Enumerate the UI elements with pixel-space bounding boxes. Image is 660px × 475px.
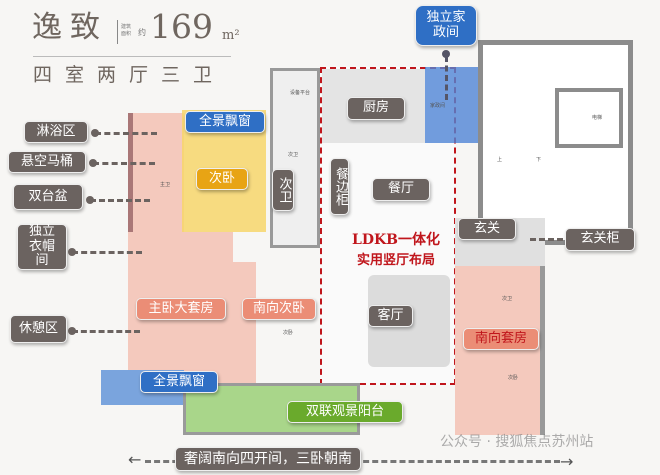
leader-dot [91, 129, 99, 137]
callout-double-sink: 双台盆 [13, 184, 83, 210]
callout-wall-toilet: 悬空马桶 [8, 151, 86, 173]
kitchen-tag: 厨房 [347, 97, 405, 120]
core-area [270, 68, 320, 248]
sideboard-tag: 餐边柜 [330, 158, 349, 215]
project-name: 逸致 [32, 10, 108, 45]
leader-dot [86, 196, 94, 204]
bath2-tag: 次卫 [272, 169, 294, 211]
width-arrow-left: ← [128, 450, 142, 469]
master-bath-label: 主卫 [160, 182, 171, 188]
south-bedroom-area [184, 262, 256, 384]
area-prefix: 建筑面积 [121, 24, 132, 37]
layout-type: 四室两厅三卫 [33, 64, 226, 86]
callout-lounge: 休憩区 [10, 315, 67, 343]
foyer-cabinet-tag: 玄关柜 [565, 228, 635, 251]
stair-down-label: 下 [536, 157, 542, 163]
leader-line [90, 199, 150, 202]
callout-walk-in-closet: 独立衣帽间 [17, 224, 67, 270]
divider [117, 20, 118, 44]
leader-line [72, 251, 142, 254]
leader-dot [89, 159, 97, 167]
south-bedroom-tag: 南向次卧 [242, 298, 316, 320]
leader-line [445, 56, 448, 100]
south-suite-tag: 南向套房 [463, 328, 539, 350]
south-suite-area [455, 265, 545, 435]
bottom-banner: 奢阔南向四开间，三卧朝南 [175, 447, 361, 471]
utility-room-label: 家政间 [430, 103, 446, 109]
leader-line [72, 330, 140, 333]
balcony-tag: 双联观景阳台 [287, 401, 403, 423]
leader-line [530, 238, 563, 241]
small-bath-label: 次卫 [288, 152, 299, 158]
bath-c-label: 次卫 [502, 296, 513, 302]
bedroom2-tag: 次卧 [196, 168, 248, 190]
utility-tag: 独立家政间 [415, 5, 477, 46]
living-tag: 客厅 [368, 305, 413, 327]
bedroom-b-label: 次卧 [508, 375, 519, 381]
area-unit: m² [222, 28, 240, 43]
foyer-tag: 玄关 [458, 218, 516, 240]
leader-dot [68, 327, 76, 335]
utility-area [425, 67, 483, 143]
bay-window-bottom-tag: 全景飘窗 [140, 371, 218, 393]
equipment-label: 设备平台 [290, 90, 311, 96]
watermark: 公众号 · 搜狐焦点苏州站 [440, 434, 594, 450]
leader-dot [68, 248, 76, 256]
elevator [555, 88, 623, 148]
area-about: 约 [138, 28, 146, 37]
dining-tag: 餐厅 [372, 178, 430, 201]
callout-shower: 淋浴区 [24, 121, 88, 143]
leader-line [95, 132, 157, 135]
elevator-label: 电梯 [592, 115, 603, 121]
area-value: 169 [150, 7, 213, 46]
leader-line [93, 162, 155, 165]
leader-dot [442, 50, 450, 58]
ldkb-title: LDKB一体化 [352, 232, 440, 248]
width-arrow-right: → [560, 452, 574, 471]
master-suite-tag: 主卧大套房 [136, 298, 226, 320]
stair-up-label: 上 [497, 157, 503, 163]
ldkb-subtitle: 实用竖厅布局 [356, 253, 435, 268]
bay-window-top-tag: 全景飘窗 [185, 111, 265, 133]
bedroom-a-label: 次卧 [283, 330, 294, 336]
header-rule [33, 56, 231, 57]
